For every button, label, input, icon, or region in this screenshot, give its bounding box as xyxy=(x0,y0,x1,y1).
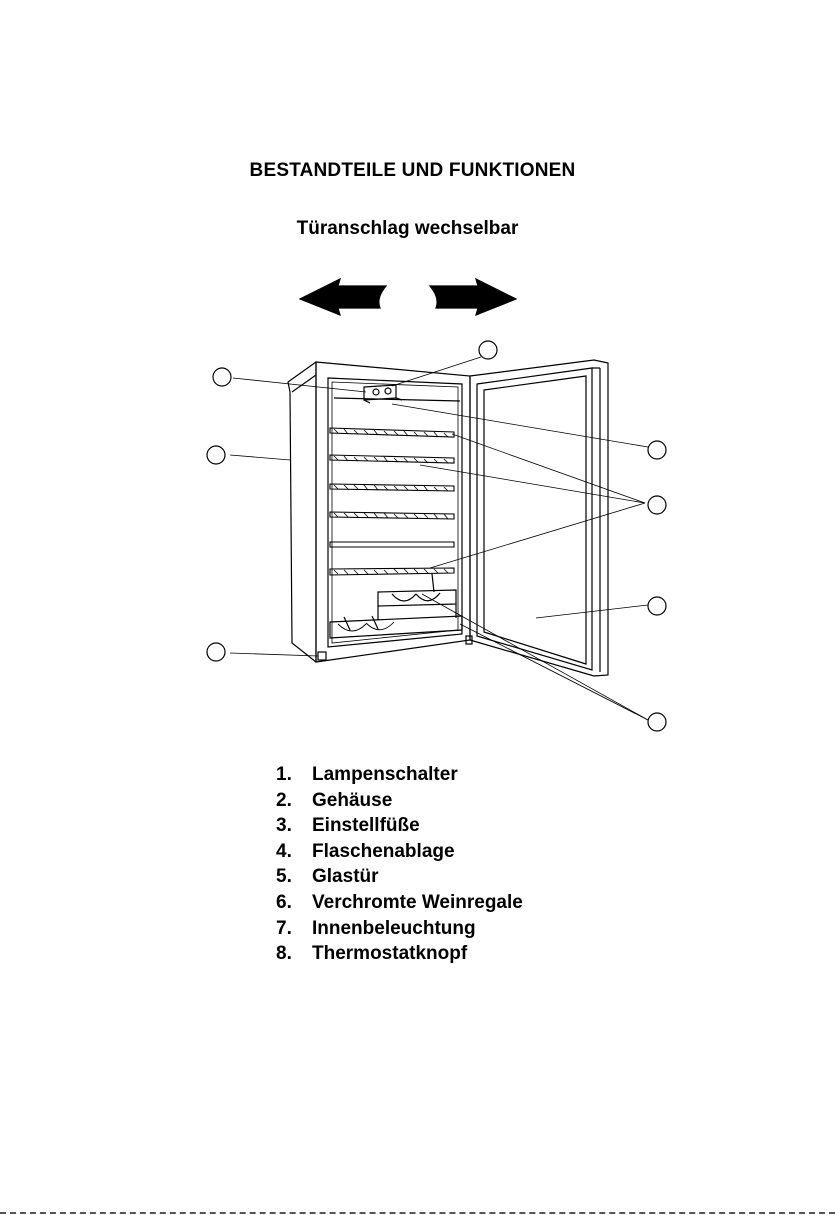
part-label: Innenbeleuchtung xyxy=(312,916,476,942)
part-number: 5. xyxy=(276,864,312,890)
part-label: Gehäuse xyxy=(312,788,392,814)
callout-circle xyxy=(648,441,666,459)
list-item: 5.Glastür xyxy=(276,864,523,890)
callout-markers xyxy=(207,341,666,731)
door-reversible-text: Türanschlag wechselbar xyxy=(297,218,519,240)
list-item: 3.Einstellfüße xyxy=(276,813,523,839)
door-reversible-caption: Türanschlag wechselbar xyxy=(0,218,835,240)
part-label: Einstellfüße xyxy=(312,813,420,839)
callout-circle xyxy=(648,496,666,514)
wine-shelves xyxy=(330,428,454,575)
callout-circle xyxy=(207,643,225,661)
part-number: 6. xyxy=(276,890,312,916)
glass-door xyxy=(466,360,608,676)
part-label: Flaschenablage xyxy=(312,839,455,865)
list-item: 7.Innenbeleuchtung xyxy=(276,916,523,942)
list-item: 1.Lampenschalter xyxy=(276,762,523,788)
page-bottom-border xyxy=(0,1212,835,1214)
list-item: 4.Flaschenablage xyxy=(276,839,523,865)
part-number: 1. xyxy=(276,762,312,788)
list-item: 2.Gehäuse xyxy=(276,788,523,814)
wine-cooler-diagram xyxy=(0,270,835,740)
part-label: Lampenschalter xyxy=(312,762,458,788)
callout-leaders xyxy=(230,357,648,720)
callout-circle xyxy=(648,597,666,615)
part-number: 3. xyxy=(276,813,312,839)
callout-circle xyxy=(479,341,497,359)
callout-circle xyxy=(213,368,231,386)
part-label: Thermostatknopf xyxy=(312,941,467,967)
part-number: 4. xyxy=(276,839,312,865)
bottle-rack xyxy=(330,574,462,638)
list-item: 8.Thermostatknopf xyxy=(276,941,523,967)
part-number: 8. xyxy=(276,941,312,967)
part-label: Glastür xyxy=(312,864,379,890)
callout-circle xyxy=(207,446,225,464)
part-label: Verchromte Weinregale xyxy=(312,890,523,916)
section-title: BESTANDTEILE UND FUNKTIONEN xyxy=(0,160,835,182)
left-arrow-icon xyxy=(300,279,386,315)
right-arrow-icon xyxy=(430,279,516,315)
section-title-text: BESTANDTEILE UND FUNKTIONEN xyxy=(250,160,576,182)
control-panel xyxy=(334,385,460,403)
callout-circle xyxy=(648,713,666,731)
part-number: 2. xyxy=(276,788,312,814)
parts-list: 1.Lampenschalter 2.Gehäuse 3.Einstellfüß… xyxy=(276,762,523,967)
part-number: 7. xyxy=(276,916,312,942)
list-item: 6.Verchromte Weinregale xyxy=(276,890,523,916)
